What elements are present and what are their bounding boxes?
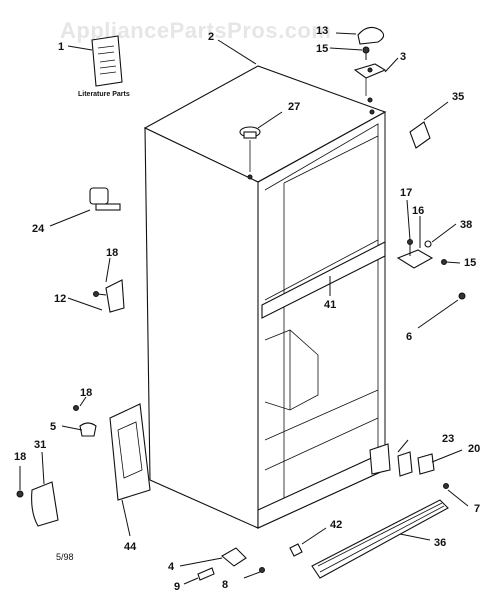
callout-35: 35 bbox=[452, 91, 464, 103]
callout-44: 44 bbox=[124, 541, 137, 553]
part-35-bracket bbox=[409, 101, 449, 149]
part-44-bracket bbox=[109, 403, 151, 537]
part-15-screw-top bbox=[329, 46, 370, 60]
callout-18-middle: 18 bbox=[80, 387, 92, 399]
callout-7: 7 bbox=[474, 503, 480, 515]
callout-15-top: 15 bbox=[316, 43, 328, 55]
callout-18-upper: 18 bbox=[106, 247, 118, 259]
callout-3: 3 bbox=[400, 51, 406, 63]
literature-parts-label: Literature Parts bbox=[78, 91, 130, 98]
callout-13: 13 bbox=[316, 25, 328, 37]
part-18-screw-left bbox=[16, 466, 24, 498]
part-27-plug bbox=[239, 111, 283, 172]
callout-5: 5 bbox=[50, 421, 56, 433]
callout-18-lower: 18 bbox=[14, 451, 26, 463]
callout-42: 42 bbox=[330, 519, 342, 531]
part-31-cover bbox=[31, 451, 59, 527]
callout-4: 4 bbox=[168, 561, 175, 573]
callout-24: 24 bbox=[32, 223, 45, 235]
callout-1: 1 bbox=[58, 41, 64, 53]
callout-2: 2 bbox=[208, 31, 214, 43]
cabinet-body bbox=[143, 65, 387, 529]
callout-6: 6 bbox=[406, 331, 412, 343]
callout-36: 36 bbox=[434, 537, 446, 549]
callout-8: 8 bbox=[222, 579, 228, 591]
leveling-assembly bbox=[179, 547, 265, 585]
callout-20: 20 bbox=[468, 443, 480, 455]
part-3-top-hinge bbox=[353, 57, 399, 96]
callout-15-right: 15 bbox=[464, 257, 476, 269]
callout-41: 41 bbox=[324, 299, 336, 311]
callout-labels: 1 2 3 4 5 6 7 8 9 12 13 15 15 16 17 18 1… bbox=[14, 25, 480, 593]
callout-38: 38 bbox=[460, 219, 472, 231]
callout-31: 31 bbox=[34, 439, 46, 451]
callout-9: 9 bbox=[174, 581, 180, 593]
literature-parts: Literature Parts bbox=[67, 35, 130, 98]
part-24-bracket bbox=[49, 187, 121, 227]
part-36-grille bbox=[311, 499, 449, 579]
callout-12: 12 bbox=[54, 293, 66, 305]
bottom-right-hinge bbox=[369, 439, 469, 507]
leader-2 bbox=[217, 39, 257, 65]
callout-16: 16 bbox=[412, 205, 424, 217]
date-code: 5/98 bbox=[56, 552, 74, 562]
part-42-clip bbox=[289, 527, 327, 557]
callout-27: 27 bbox=[288, 101, 300, 113]
part-13-cap bbox=[335, 26, 385, 45]
callout-23: 23 bbox=[442, 433, 454, 445]
part-5-lower-hinge bbox=[61, 396, 97, 437]
part-12-hinge bbox=[67, 257, 125, 313]
callout-17: 17 bbox=[400, 187, 412, 199]
right-hinge-assembly bbox=[396, 199, 466, 329]
